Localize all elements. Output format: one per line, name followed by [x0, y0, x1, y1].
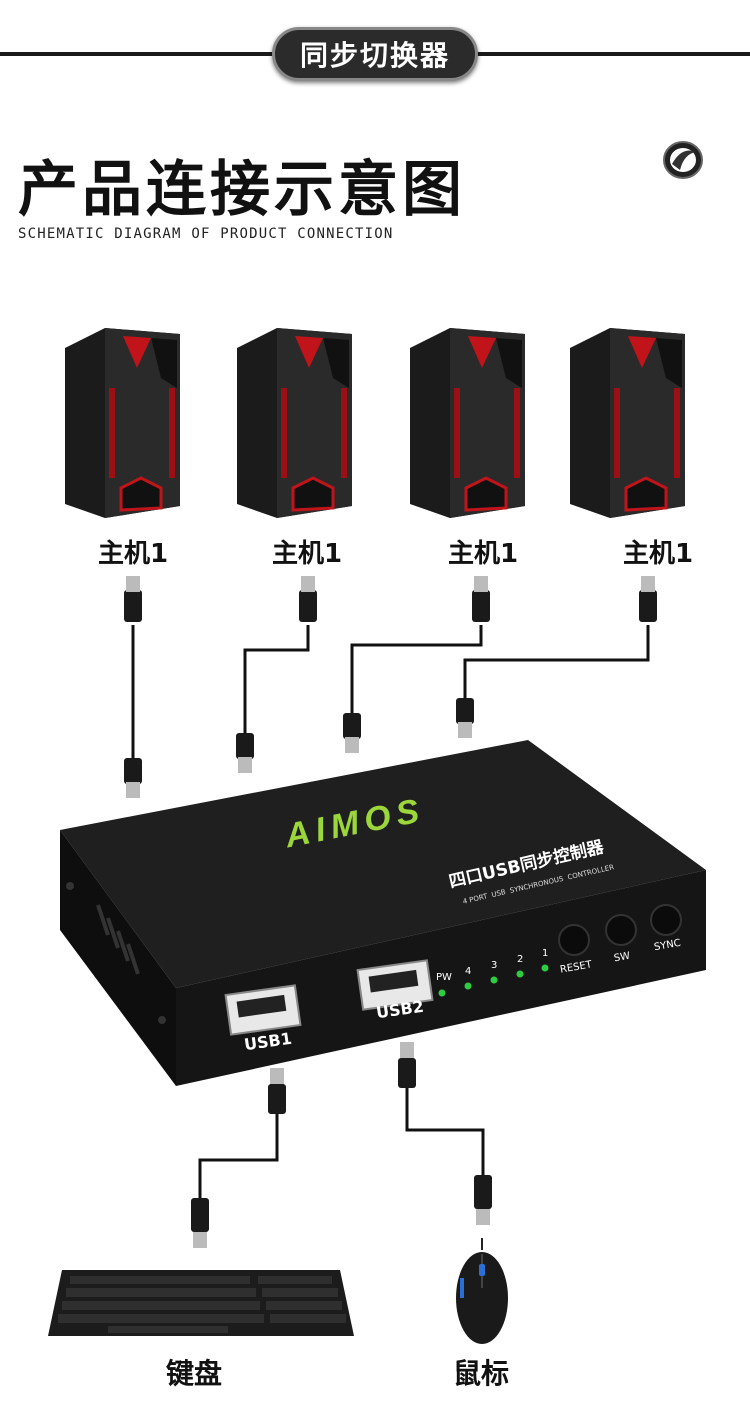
host-pc-2-icon — [237, 328, 352, 518]
mouse-label: 鼠标 — [453, 1352, 509, 1392]
host-label-4: 主机1 — [603, 533, 713, 570]
usb-plug-a-icons — [124, 576, 657, 622]
host-pc-4-icon — [570, 328, 685, 518]
keyboard-icon — [48, 1270, 354, 1336]
host-label-3: 主机1 — [428, 533, 538, 570]
usb-switch-device — [0, 735, 750, 1095]
led-label-4: 4 — [465, 966, 471, 977]
led-label-3: 3 — [491, 960, 497, 971]
page-subtitle: SCHEMATIC DIAGRAM OF PRODUCT CONNECTION — [18, 226, 394, 242]
host-pc-1-icon — [65, 328, 180, 518]
host-label-2: 主机1 — [252, 533, 362, 570]
sw-button[interactable] — [606, 915, 636, 945]
led-label-2: 2 — [517, 954, 523, 965]
led-label-pw: PW — [436, 972, 452, 983]
reset-button[interactable] — [559, 925, 589, 955]
host-label-1: 主机1 — [78, 533, 188, 570]
banner-title: 同步切换器 — [272, 27, 478, 81]
sync-button[interactable] — [651, 905, 681, 935]
keyboard-label: 键盘 — [166, 1352, 222, 1392]
led-label-1: 1 — [542, 948, 548, 959]
page-title: 产品连接示意图 — [18, 155, 466, 225]
mouse-icon — [452, 1238, 512, 1346]
host-pc-3-icon — [410, 328, 525, 518]
brand-logo-icon — [662, 140, 704, 180]
